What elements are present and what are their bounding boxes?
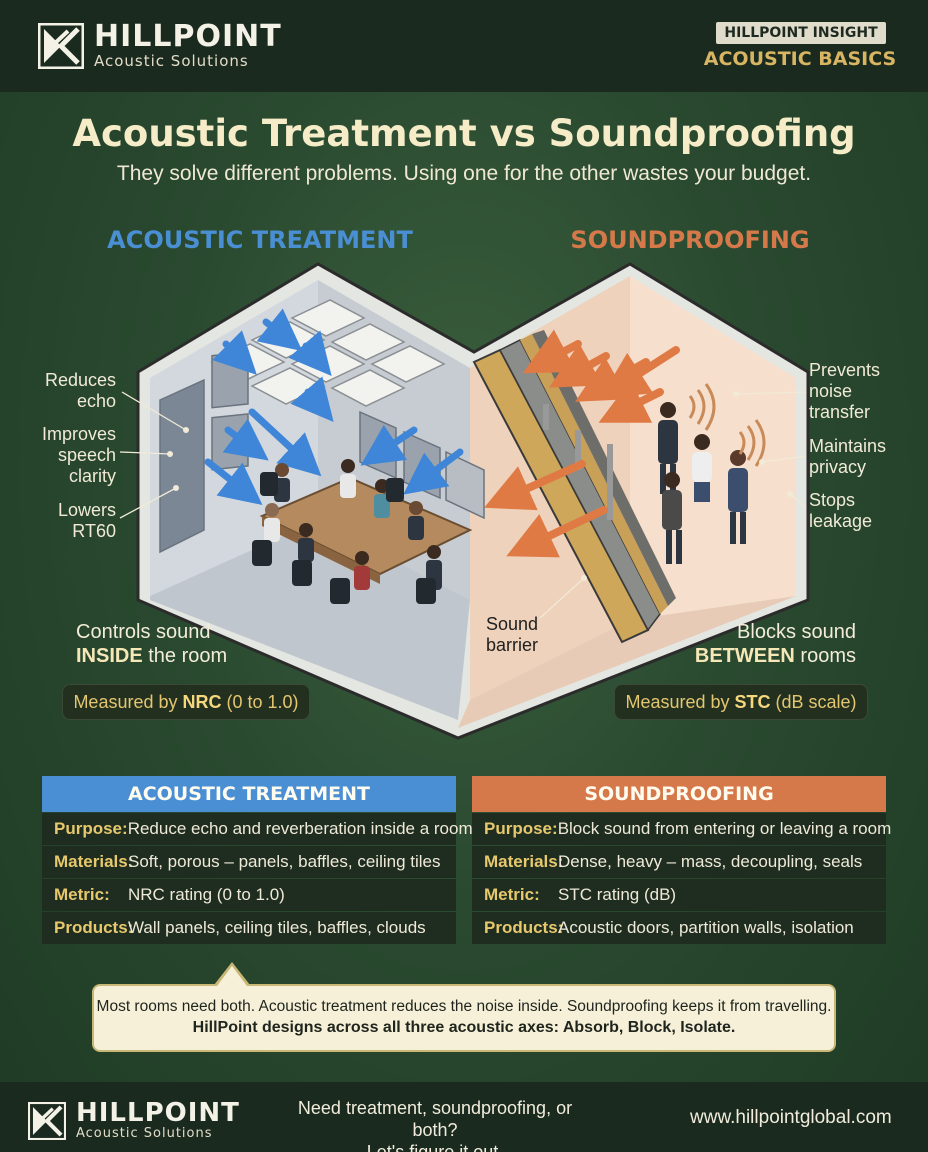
footer-brand-name: HILLPOINT (76, 1098, 240, 1128)
table-row: Metric:STC rating (dB) (472, 879, 886, 911)
brand-logo[interactable]: HILLPOINT Acoustic Solutions (38, 22, 282, 70)
meeting-people (264, 459, 442, 590)
treatment-table-heading: ACOUSTIC TREATMENT (42, 776, 456, 812)
table-row: Materials:Soft, porous – panels, baffles… (42, 846, 456, 878)
conference-table (259, 476, 473, 584)
brand-tagline: Acoustic Solutions (94, 52, 249, 70)
table-row: Products:Acoustic doors, partition walls… (472, 912, 886, 944)
hillpoint-logo-icon (28, 1101, 66, 1140)
footer-bar (0, 1082, 928, 1152)
callout-line-2: HillPoint designs across all three acous… (192, 1019, 736, 1036)
page-subtitle: They solve different problems. Using one… (116, 162, 812, 185)
soundproofing-table-heading: SOUNDPROOFING (472, 776, 886, 812)
talking-people (658, 402, 748, 564)
table-row: Materials:Dense, heavy – mass, decouplin… (472, 846, 886, 878)
soundproofing-heading: SOUNDPROOFING (570, 226, 810, 254)
nrc-metric-pill: Measured by NRC (0 to 1.0) (62, 684, 310, 720)
header-bar (0, 0, 928, 92)
sound-wave-icons (688, 383, 766, 467)
treatment-table: ACOUSTIC TREATMENT Purpose:Reduce echo a… (42, 776, 473, 944)
stc-metric-pill: Measured by STC (dB scale) (614, 684, 868, 720)
page-title: Acoustic Treatment vs Soundproofing (72, 112, 856, 155)
leader-lines (119, 391, 807, 619)
callout-pointer-fill (217, 966, 247, 986)
footer-brand-tagline: Acoustic Solutions (76, 1126, 213, 1141)
absorb-arrows (204, 308, 464, 506)
footer-logo[interactable]: HILLPOINT Acoustic Solutions (28, 1100, 240, 1141)
table-row: Purpose:Block sound from entering or lea… (472, 813, 891, 845)
treatment-summary: Controls sound INSIDE the room (76, 621, 228, 667)
block-arrows (484, 329, 680, 558)
soundproofing-summary: Blocks sound BETWEEN rooms (694, 621, 856, 667)
office-chairs (252, 472, 436, 604)
ceiling-tiles (210, 299, 446, 407)
footer-cta: Need treatment, soundproofing, or both? … (297, 1098, 573, 1152)
treatment-heading: ACOUSTIC TREATMENT (107, 226, 413, 254)
callout-line-1: Most rooms need both. Acoustic treatment… (96, 998, 832, 1015)
wall-cross-section-icon (472, 330, 676, 644)
leader-dots (167, 391, 793, 581)
rooms-illustration (119, 262, 810, 740)
website-link[interactable]: www.hillpointglobal.com (690, 1107, 892, 1128)
insight-badge: HILLPOINT INSIGHT (716, 22, 886, 44)
soundproofing-table: SOUNDPROOFING Purpose:Block sound from e… (472, 776, 891, 944)
hillpoint-logo-icon (38, 23, 84, 69)
insight-subtitle: ACOUSTIC BASICS (703, 48, 897, 70)
summary-callout: Most rooms need both. Acoustic treatment… (92, 984, 836, 1052)
table-row: Products:Wall panels, ceiling tiles, baf… (42, 912, 456, 944)
table-row: Metric:NRC rating (0 to 1.0) (42, 879, 456, 911)
table-row: Purpose:Reduce echo and reverberation in… (42, 813, 473, 845)
brand-name: HILLPOINT (94, 19, 282, 54)
